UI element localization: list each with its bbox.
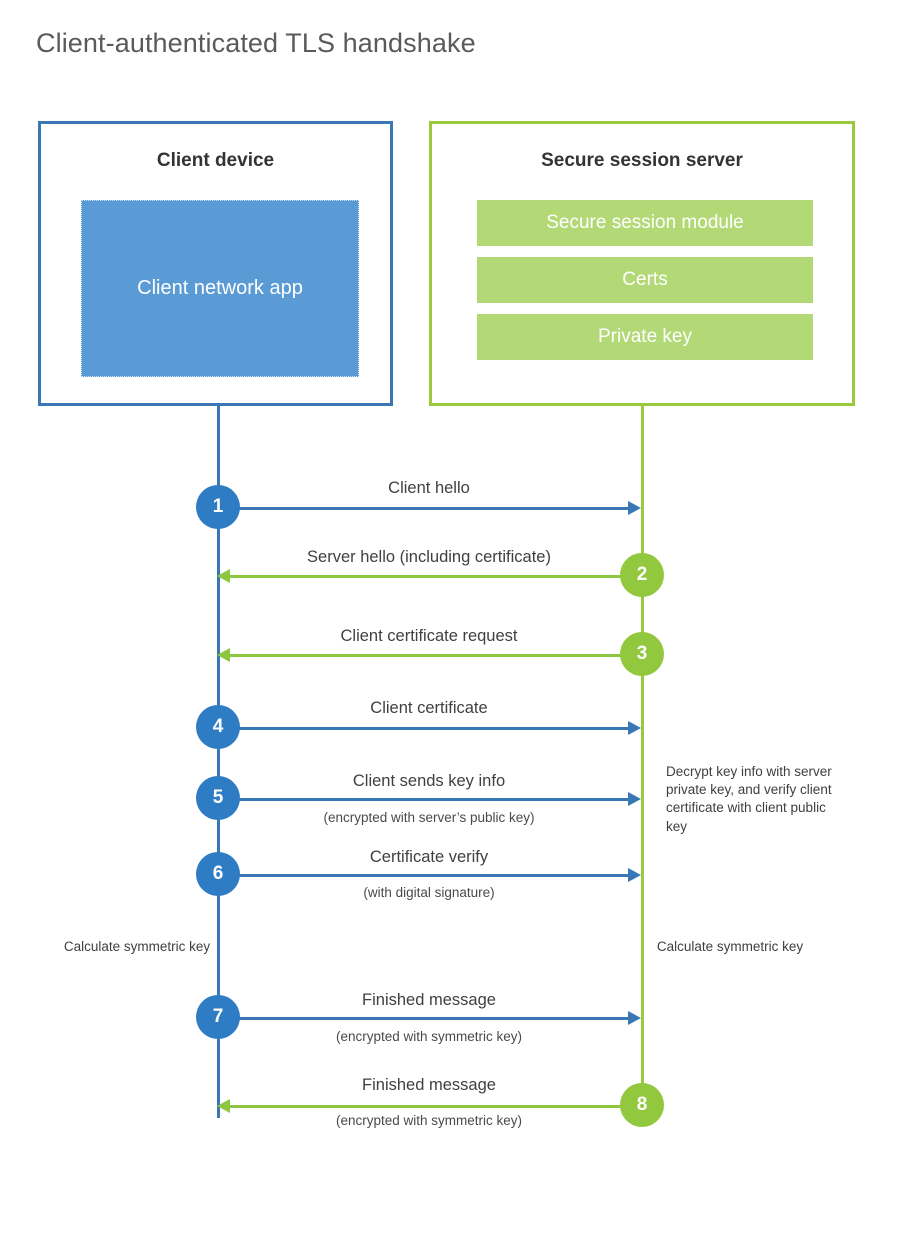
message-sublabel-5: (encrypted with server’s public key) bbox=[323, 810, 535, 825]
arrow-shaft bbox=[217, 874, 631, 877]
step-circle-6: 6 bbox=[196, 852, 240, 896]
server-modules-list: Secure session module Certs Private key bbox=[477, 200, 813, 360]
arrow-head-right-icon bbox=[628, 868, 641, 882]
client-device-box: Client device Client network app bbox=[38, 121, 393, 406]
message-sublabel-6: (with digital signature) bbox=[363, 885, 495, 900]
arrow-head-right-icon bbox=[628, 721, 641, 735]
arrow-head-left-icon bbox=[217, 569, 230, 583]
note-client-calculate-symmetric-key: Calculate symmetric key bbox=[63, 939, 211, 954]
step-circle-5: 5 bbox=[196, 776, 240, 820]
step-circle-3: 3 bbox=[620, 632, 664, 676]
message-label-8: Finished message bbox=[362, 1076, 496, 1094]
secure-session-server-title: Secure session server bbox=[541, 150, 743, 171]
arrow-shaft bbox=[230, 575, 638, 578]
client-lifeline bbox=[217, 405, 220, 1118]
arrow-shaft bbox=[217, 507, 631, 510]
message-label-2: Server hello (including certificate) bbox=[307, 548, 551, 566]
client-network-app-block: Client network app bbox=[81, 200, 359, 377]
arrow-shaft bbox=[217, 727, 631, 730]
arrow-shaft bbox=[230, 1105, 638, 1108]
arrow-shaft bbox=[230, 654, 638, 657]
server-lifeline bbox=[641, 405, 644, 1105]
message-label-6: Certificate verify bbox=[369, 848, 489, 866]
arrow-shaft bbox=[217, 1017, 631, 1020]
server-module-item: Private key bbox=[477, 314, 813, 360]
server-module-item: Secure session module bbox=[477, 200, 813, 246]
message-sublabel-8: (encrypted with symmetric key) bbox=[335, 1113, 523, 1128]
client-device-title: Client device bbox=[156, 150, 275, 171]
server-module-item: Certs bbox=[477, 257, 813, 303]
secure-session-server-box: Secure session server Secure session mod… bbox=[429, 121, 855, 406]
arrow-head-left-icon bbox=[217, 648, 230, 662]
step-circle-2: 2 bbox=[620, 553, 664, 597]
message-label-1: Client hello bbox=[388, 479, 470, 497]
arrow-head-right-icon bbox=[628, 501, 641, 515]
message-label-7: Finished message bbox=[362, 991, 496, 1009]
step-circle-7: 7 bbox=[196, 995, 240, 1039]
step-circle-8: 8 bbox=[620, 1083, 664, 1127]
message-label-5: Client sends key info bbox=[352, 772, 506, 790]
arrow-head-right-icon bbox=[628, 792, 641, 806]
message-label-4: Client certificate bbox=[370, 699, 488, 717]
note-server-decrypt: Decrypt key info with server private key… bbox=[666, 764, 832, 834]
page-title: Client-authenticated TLS handshake bbox=[36, 28, 476, 58]
note-server-calculate-symmetric-key: Calculate symmetric key bbox=[656, 939, 804, 954]
arrow-head-left-icon bbox=[217, 1099, 230, 1113]
arrow-head-right-icon bbox=[628, 1011, 641, 1025]
step-circle-4: 4 bbox=[196, 705, 240, 749]
message-label-3: Client certificate request bbox=[340, 627, 518, 645]
step-circle-1: 1 bbox=[196, 485, 240, 529]
arrow-shaft bbox=[217, 798, 631, 801]
message-sublabel-7: (encrypted with symmetric key) bbox=[335, 1029, 523, 1044]
